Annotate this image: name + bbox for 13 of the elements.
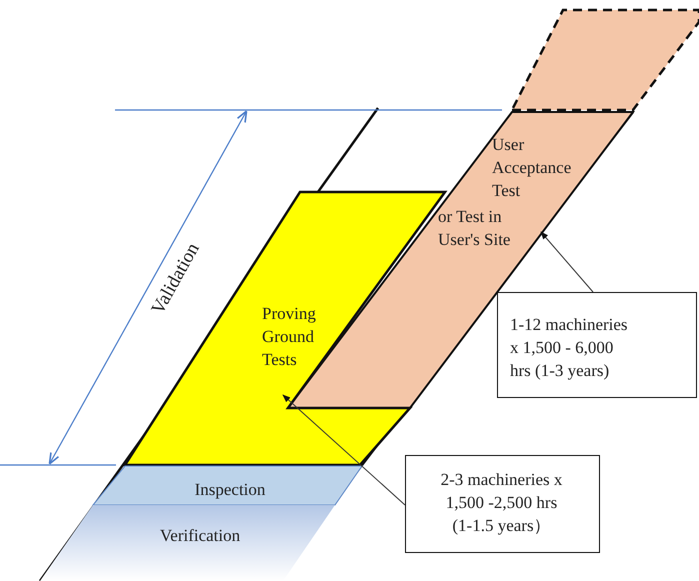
stage-label: User Acceptance Test bbox=[492, 134, 572, 202]
leader-arrow bbox=[540, 231, 594, 292]
leader-arrow bbox=[282, 394, 406, 506]
stage-label: or Test in User's Site bbox=[438, 206, 512, 251]
callout-text: 2-3 machineries x 1,500 -2,500 hrs (1-1.5 years） bbox=[440, 469, 564, 537]
stage-label: Verification bbox=[158, 525, 242, 547]
stage-label: Proving Ground Tests bbox=[262, 303, 317, 371]
callout-box bbox=[497, 292, 697, 398]
stage-label: Inspection bbox=[194, 479, 266, 501]
callout-box bbox=[405, 455, 600, 553]
callout-text: 1-12 machineries x 1,500 - 6,000 hrs (1-3 years) bbox=[510, 314, 629, 382]
verification-band bbox=[40, 505, 335, 581]
future-phase-band bbox=[512, 10, 699, 110]
